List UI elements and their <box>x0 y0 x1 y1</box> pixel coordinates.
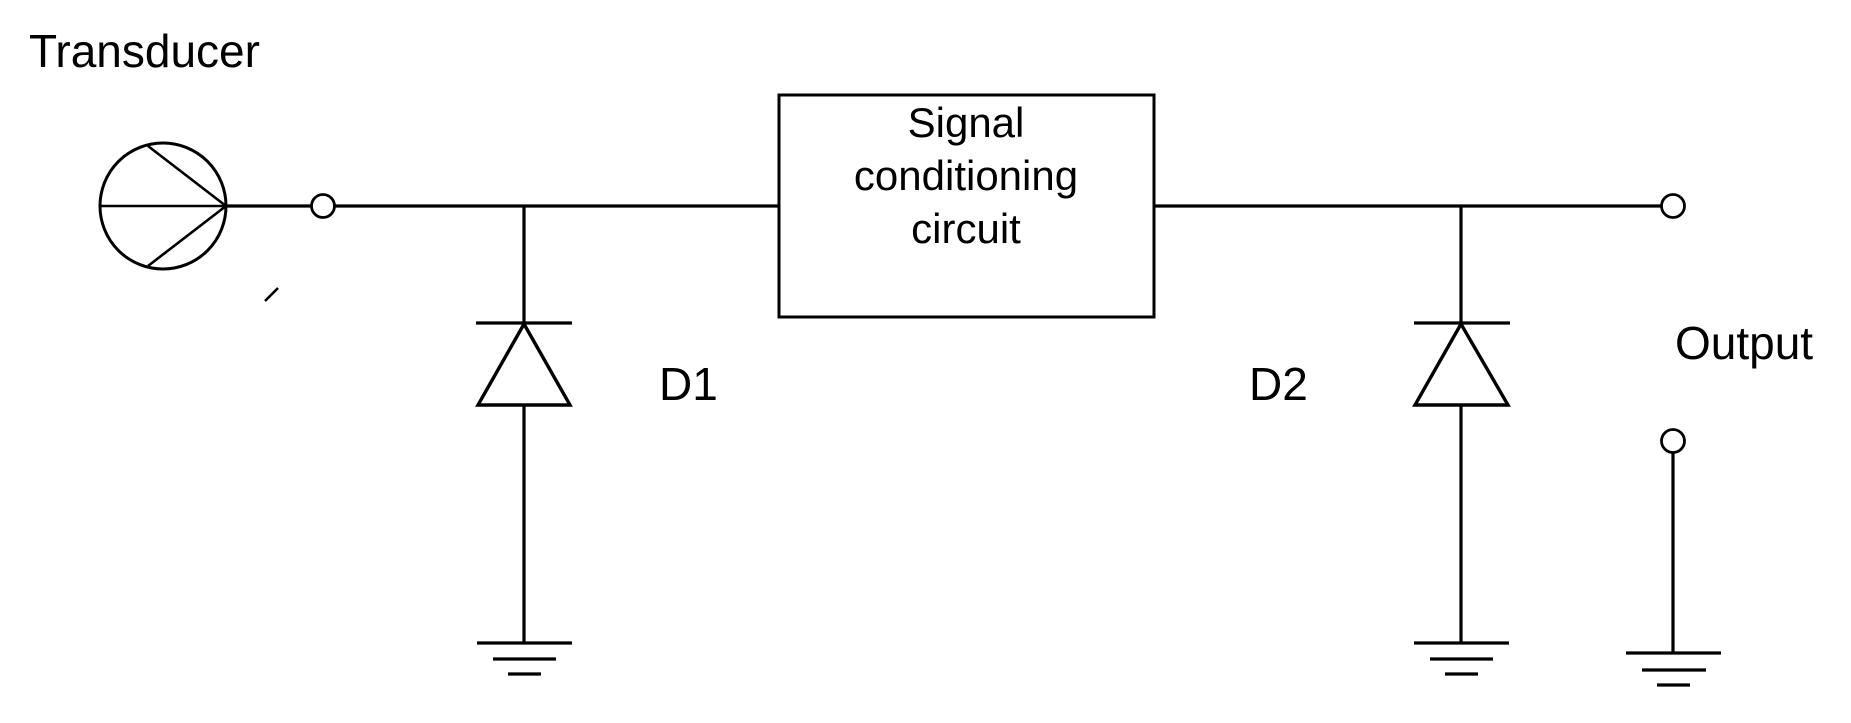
transducer-symbol[interactable] <box>98 141 279 302</box>
signal-conditioning-block[interactable]: Signal conditioning circuit <box>777 93 1156 319</box>
output-terminal-positive[interactable] <box>1660 193 1686 219</box>
diode-d2[interactable] <box>1412 206 1511 643</box>
block-label-line-1: Signal <box>908 99 1025 146</box>
transducer-tick-mark <box>264 287 279 302</box>
signal-conditioning-rect[interactable] <box>777 93 1156 319</box>
transducer-upper-chord <box>147 144 227 208</box>
d1-anode-triangle <box>475 320 573 407</box>
transducer-lower-chord <box>147 204 227 268</box>
diode-d2-label: D2 <box>1249 358 1308 410</box>
output-terminal-bottom-node[interactable] <box>1660 428 1686 454</box>
block-label-line-3: circuit <box>911 205 1021 252</box>
d2-anode-triangle <box>1412 320 1511 407</box>
ground-output <box>1626 651 1721 687</box>
block-label-line-2: conditioning <box>854 152 1078 199</box>
input-terminal[interactable] <box>226 193 336 219</box>
input-terminal-node[interactable] <box>310 193 336 219</box>
page-title: Transducer <box>29 25 260 77</box>
output-terminal-ground[interactable] <box>1660 428 1686 654</box>
diode-d1[interactable] <box>475 206 573 643</box>
ground-d1 <box>477 641 572 676</box>
output-label: Output <box>1675 317 1813 369</box>
ground-d2 <box>1414 641 1509 676</box>
diode-d1-label: D1 <box>659 358 718 410</box>
output-terminal-top-node[interactable] <box>1660 193 1686 219</box>
